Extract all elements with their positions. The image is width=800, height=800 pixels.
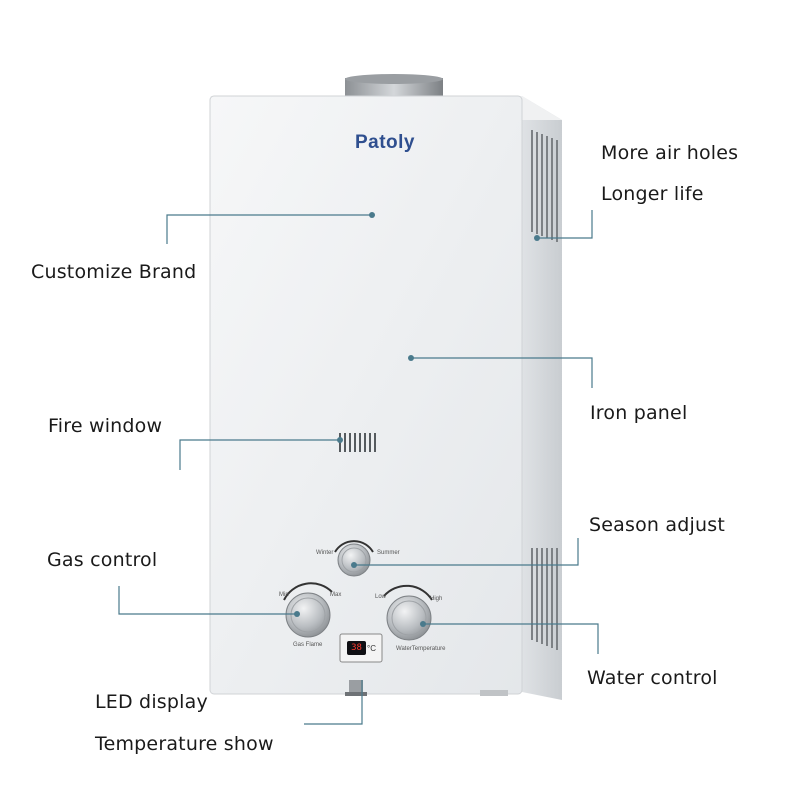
callout-iron-panel: Iron panel [590, 402, 688, 424]
gas-max-label: Max [330, 592, 342, 598]
gas-min-label: Min [279, 592, 289, 598]
callout-lines [118, 210, 599, 725]
callout-air-holes: More air holes [601, 142, 739, 164]
gas-knob [285, 592, 331, 638]
bottom-fitting [480, 690, 508, 696]
gas-flame-caption: Gas Flame [293, 642, 323, 648]
brand-logo: Patoly [354, 132, 416, 153]
callout-gas-control: Gas control [47, 549, 158, 571]
summer-label: Summer [377, 550, 400, 556]
season-knob [337, 543, 371, 577]
callout-led-display: LED display [95, 691, 208, 713]
water-low-label: Low [375, 594, 387, 600]
water-knob [386, 595, 432, 641]
callout-customize-brand: Customize Brand [31, 261, 197, 283]
callout-dots [294, 212, 540, 627]
flue-pipe [345, 74, 443, 98]
air-vents-upper [531, 130, 558, 242]
callout-longer-life: Longer life [601, 183, 704, 205]
led-unit: °C [367, 644, 376, 653]
air-vents-lower [531, 548, 558, 650]
water-temperature-caption: WaterTemperature [396, 646, 446, 652]
callout-temperature-show: Temperature show [95, 733, 274, 755]
winter-label: Winter [316, 550, 334, 556]
callout-season-adjust: Season adjust [589, 514, 725, 536]
season-arc [334, 540, 374, 553]
water-outlet [345, 680, 367, 696]
gas-arc [283, 582, 333, 601]
water-arc [383, 584, 433, 601]
fire-window [339, 433, 376, 452]
callout-fire-window: Fire window [48, 415, 163, 437]
led-readout: 38 [347, 641, 366, 655]
front-panel [209, 95, 523, 695]
water-high-label: High [430, 596, 443, 602]
callout-water-control: Water control [587, 667, 718, 689]
